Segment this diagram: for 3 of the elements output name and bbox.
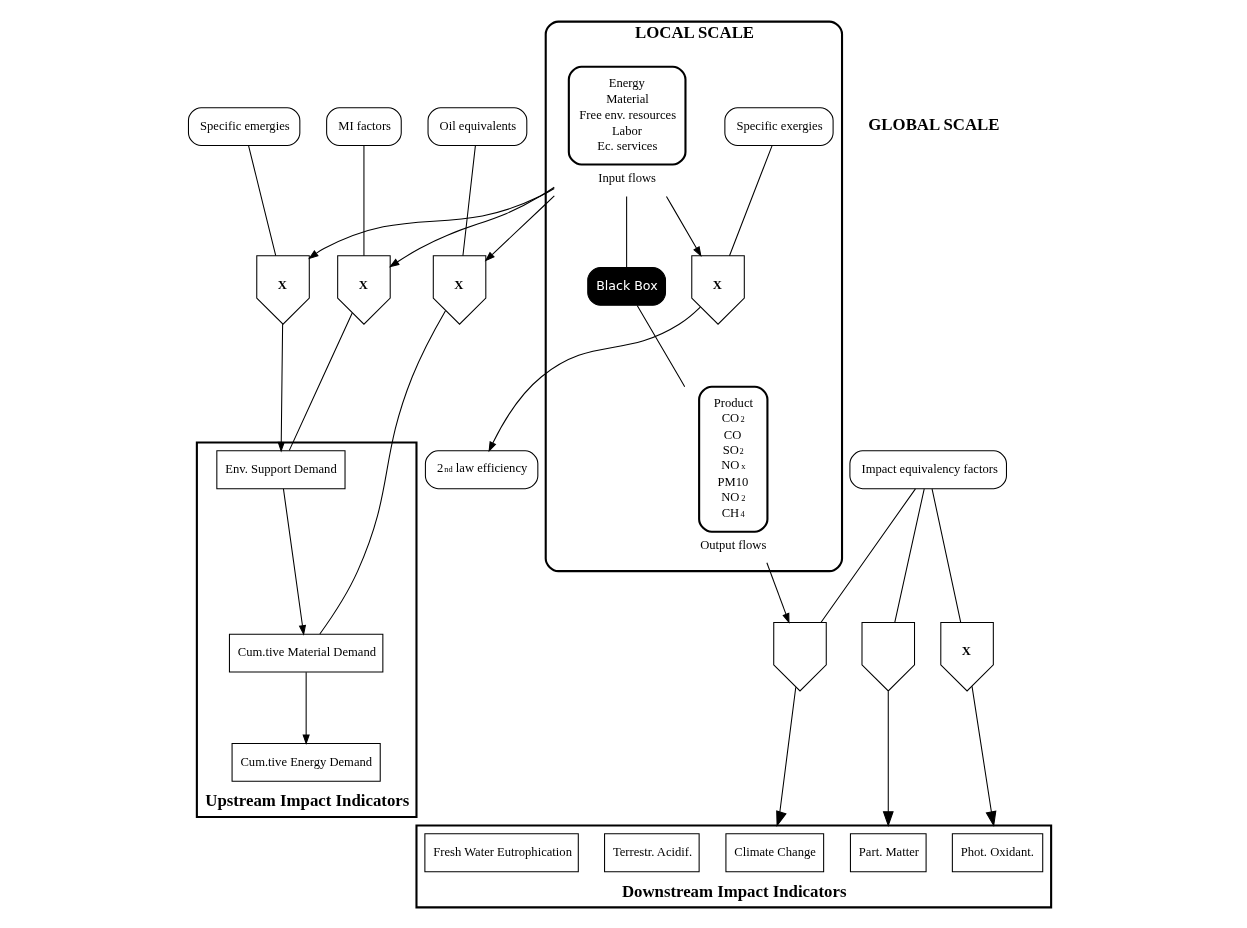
node-label: Output flows [699,537,766,552]
label: GLOBAL SCALE [867,114,999,134]
node-label: Input flows [597,170,656,185]
